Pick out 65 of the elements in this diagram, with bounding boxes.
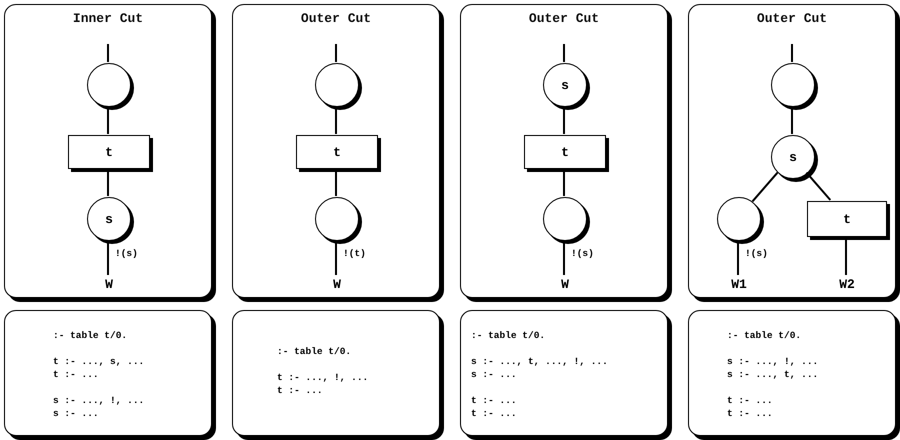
- panel-title: Outer Cut: [528, 11, 600, 26]
- code-line: s :- ..., !, ...: [727, 355, 818, 368]
- goal-circle: [315, 63, 359, 107]
- code-line: s :- ...: [471, 368, 518, 381]
- connector-line: [107, 240, 109, 275]
- terminal-label: W1: [725, 276, 753, 292]
- panel-title: Outer Cut: [756, 11, 828, 26]
- connector-line: [563, 240, 565, 275]
- edge-label: !(s): [745, 248, 768, 258]
- code-line: t :- ..., !, ...: [277, 371, 368, 384]
- code-line: s :- ..., t, ...: [727, 368, 818, 381]
- code-line: :- table t/0.: [727, 329, 802, 342]
- goal-circle: [771, 135, 815, 179]
- goal-circle: [771, 63, 815, 107]
- connector-line: [563, 106, 565, 134]
- goal-circle: [717, 197, 761, 241]
- edge-label: !(s): [115, 248, 138, 258]
- code-line: s :- ..., t, ..., !, ...: [471, 355, 608, 368]
- edge-label: !(t): [343, 248, 366, 258]
- node-label: t: [561, 144, 569, 160]
- panel-title: Outer Cut: [300, 11, 372, 26]
- code-line: :- table t/0.: [277, 345, 352, 358]
- connector-line: [563, 44, 565, 62]
- terminal-label: W: [325, 276, 349, 292]
- connector-line: [752, 172, 778, 202]
- connector-line: [737, 240, 739, 275]
- node-label: t: [843, 212, 851, 226]
- goal-circle: [543, 63, 587, 107]
- code-line: t :- ...: [471, 394, 518, 407]
- connector-line: [335, 240, 337, 275]
- code-line: s :- ...: [53, 407, 100, 420]
- code-line: t :- ..., s, ...: [53, 355, 144, 368]
- node-label: s: [789, 150, 797, 164]
- node-label: t: [105, 144, 113, 160]
- connector-line: [791, 106, 793, 134]
- goal-circle: [543, 197, 587, 241]
- panel-title: Inner Cut: [72, 11, 144, 26]
- code-line: :- table t/0.: [471, 329, 546, 342]
- tabled-goal-box: [807, 201, 887, 237]
- code-line: t :- ...: [277, 384, 324, 397]
- connector-line: [335, 106, 337, 134]
- connector-line: [107, 106, 109, 134]
- edge-label: !(s): [571, 248, 594, 258]
- node-label: s: [105, 212, 113, 226]
- node-label: t: [333, 144, 341, 160]
- tabled-goal-box: [296, 135, 378, 169]
- terminal-label: W: [553, 276, 577, 292]
- code-line: t :- ...: [471, 407, 518, 420]
- connector-line: [107, 44, 109, 62]
- code-line: :- table t/0.: [53, 329, 128, 342]
- connector-line: [806, 172, 832, 201]
- code-line: t :- ...: [53, 368, 100, 381]
- connector-line: [335, 44, 337, 62]
- goal-circle: [315, 197, 359, 241]
- code-line: s :- ..., !, ...: [53, 394, 144, 407]
- connector-line: [791, 44, 793, 62]
- code-line: t :- ...: [727, 394, 774, 407]
- goal-circle: [87, 63, 131, 107]
- code-line: t :- ...: [727, 407, 774, 420]
- tabled-goal-box: [68, 135, 150, 169]
- tabled-goal-box: [524, 135, 606, 169]
- terminal-label: W2: [833, 276, 861, 292]
- node-label: s: [561, 78, 569, 92]
- terminal-label: W: [97, 276, 121, 292]
- goal-circle: [87, 197, 131, 241]
